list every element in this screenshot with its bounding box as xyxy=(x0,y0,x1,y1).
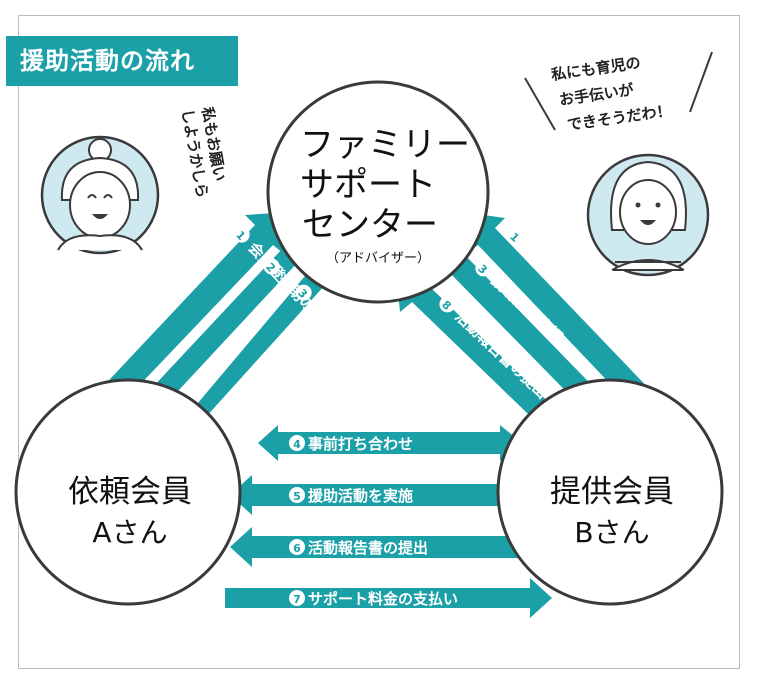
bottom-step-4-label: 4 事前打ち合わせ xyxy=(289,435,413,453)
bottom-arrow-7 xyxy=(225,578,552,618)
bottom-arrow-5 xyxy=(230,475,530,515)
diagram-frame xyxy=(18,15,740,669)
bottom-step-5-badge xyxy=(289,487,305,503)
bottom-arrow-4 xyxy=(258,425,522,461)
bottom-step-4-text: 事前打ち合わせ xyxy=(308,435,413,453)
bottom-arrow-group xyxy=(225,425,552,618)
left-member-line-2: Aさん xyxy=(92,516,167,549)
right-speech-line-3: できそうだわ！ xyxy=(566,102,672,134)
right-arrow-group xyxy=(396,212,655,440)
bottom-step-4-badge xyxy=(289,435,305,451)
right-member-line-2: Bさん xyxy=(574,516,649,549)
bottom-step-5-text: 援助活動を実施 xyxy=(308,487,413,505)
bottom-step-5-label: 5 援助活動を実施 xyxy=(289,487,413,505)
center-circle xyxy=(266,80,490,304)
right-avatar-eye-left xyxy=(635,202,641,208)
right-avatar-stripes xyxy=(613,261,683,271)
right-member-line-1: 提供会員 xyxy=(550,474,674,510)
right-avatar xyxy=(586,153,710,277)
right-speech-line-1: 私にも育児の xyxy=(549,54,642,84)
left-avatar xyxy=(40,135,160,255)
right-member-circle xyxy=(496,378,724,606)
bottom-step-6-text: 活動報告書の提出 xyxy=(308,539,428,557)
left-avatar-eyes xyxy=(87,194,113,199)
right-avatar-mouth xyxy=(640,220,656,225)
center-sub: （アドバイザー） xyxy=(326,251,430,266)
bottom-step-4-num: 4 xyxy=(293,438,301,451)
bottom-step-7-badge xyxy=(289,590,305,606)
center-line-2: サポート xyxy=(300,165,436,205)
left-avatar-face xyxy=(69,171,131,239)
bottom-step-5-num: 5 xyxy=(293,490,301,503)
left-arrow-2 xyxy=(135,248,298,420)
right-arrow-1 xyxy=(462,212,655,412)
bottom-arrow-6 xyxy=(230,527,530,567)
left-step-1-badge xyxy=(233,226,250,243)
right-arrow-8 xyxy=(396,270,572,440)
right-step-8-badge xyxy=(439,296,456,313)
left-step-2-badge xyxy=(263,258,280,275)
left-member-line-1: 依頼会員 xyxy=(68,474,192,510)
left-avatar-apron xyxy=(57,234,143,251)
left-member-circle xyxy=(14,378,242,606)
right-avatar-eye-right xyxy=(655,202,661,208)
right-step-3-badge xyxy=(475,260,492,277)
center-line-1: ファミリー xyxy=(300,125,470,165)
right-speech-lines xyxy=(524,51,713,131)
right-arrow-3 xyxy=(432,238,618,428)
left-arrow-3 xyxy=(178,270,325,440)
bottom-step-7-label: 7 サポート料金の支払い xyxy=(289,590,458,608)
left-step-3-text: 提供会員の紹介 xyxy=(307,297,392,387)
left-arrow-1 xyxy=(95,212,290,413)
diagram-title: 援助活動の流れ xyxy=(6,36,238,86)
right-step-1-badge xyxy=(507,228,524,245)
bottom-step-6-label: 6 活動報告書の提出 xyxy=(289,539,428,557)
left-avatar-mouth xyxy=(92,214,108,219)
bottom-step-6-badge xyxy=(289,539,305,555)
right-avatar-face xyxy=(619,179,677,245)
bottom-step-7-text: サポート料金の支払い xyxy=(308,590,458,608)
bottom-step-7-num: 7 xyxy=(293,593,301,606)
right-speech-line-2: お手伝いが xyxy=(558,81,636,109)
left-step-3-badge xyxy=(295,284,312,301)
bottom-step-6-num: 6 xyxy=(293,542,301,555)
center-line-3: センター xyxy=(302,205,438,245)
left-arrow-group xyxy=(95,212,325,440)
